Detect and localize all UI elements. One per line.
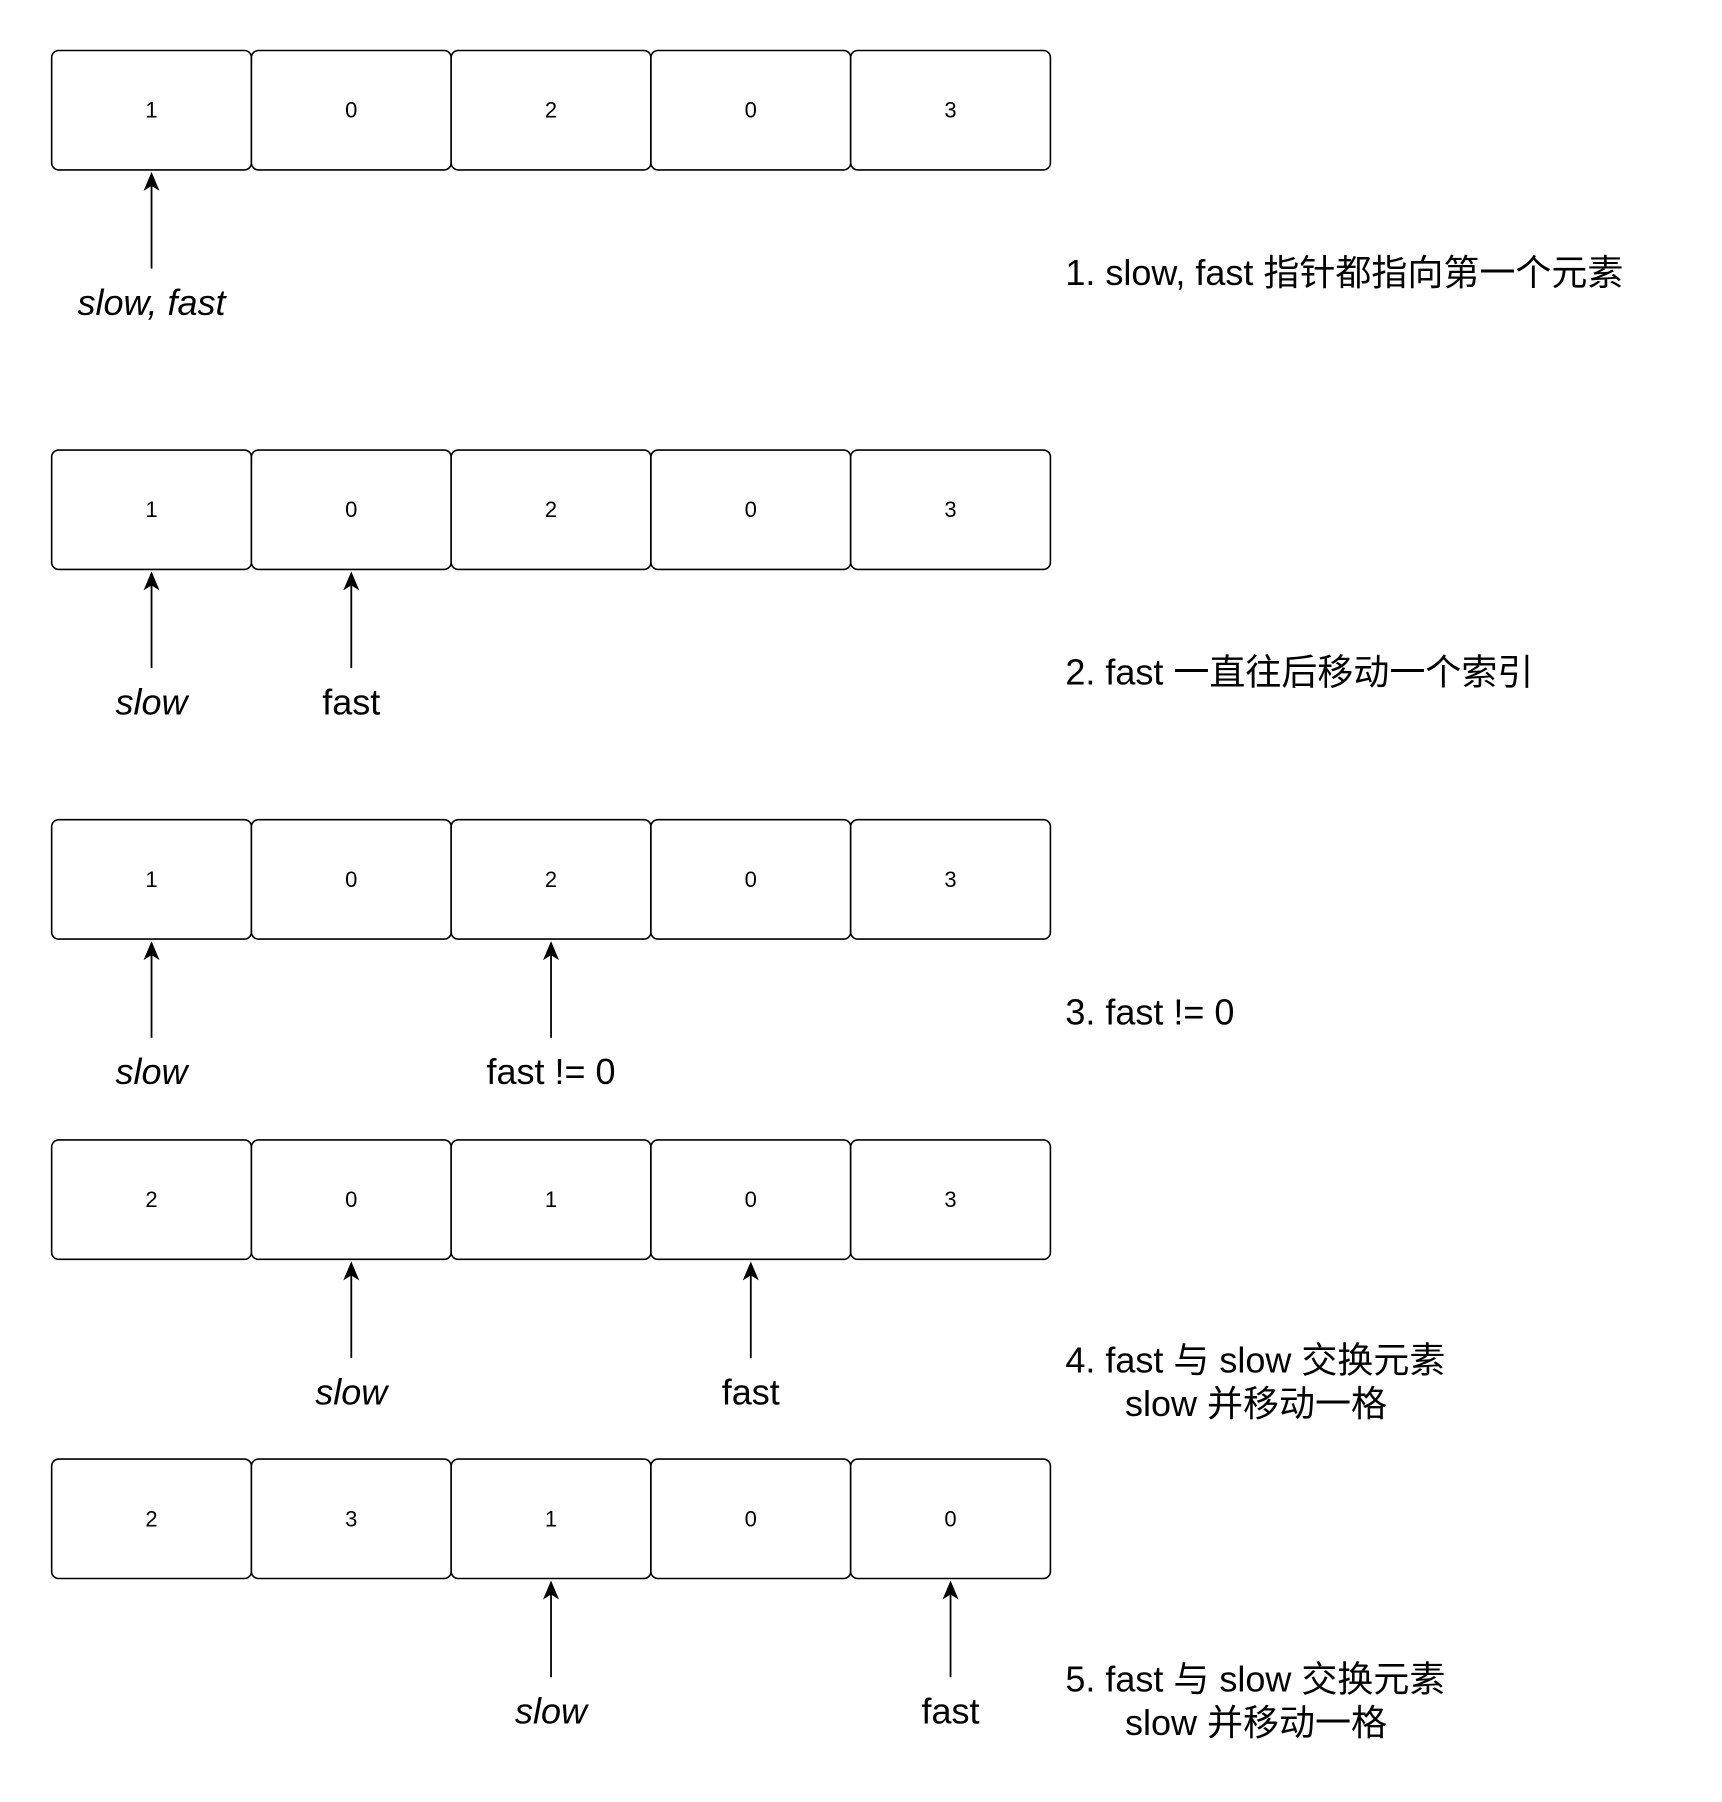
array-cell-value: 2 — [545, 867, 557, 892]
array-cell-value: 0 — [745, 98, 757, 123]
array-cell: 0 — [650, 818, 852, 940]
array-cell: 1 — [50, 818, 253, 940]
array-cell: 0 — [650, 1458, 852, 1580]
pointer-label: slow — [116, 682, 190, 723]
array-cell: 0 — [250, 49, 452, 171]
array-cell: 3 — [849, 818, 1052, 940]
pointer-label: fast — [922, 1691, 980, 1732]
array-cell: 3 — [849, 49, 1052, 171]
array-cell-value: 0 — [745, 1187, 757, 1212]
array-cell: 2 — [50, 1139, 253, 1261]
array-cell-value: 2 — [545, 98, 557, 123]
array-cell-box — [849, 449, 1052, 571]
array-cell: 1 — [450, 1458, 652, 1580]
array-cell: 2 — [450, 818, 652, 940]
pointer-fast: fast — [922, 1580, 980, 1732]
step-1: 1 0 2 0 3 slow, fast 1. slow, fast 指针都指向第一个元素 — [50, 49, 1623, 323]
array-cell-value: 3 — [944, 497, 956, 522]
array-cell-value: 1 — [545, 1506, 557, 1531]
step-caption-line: 3. fast != 0 — [1065, 992, 1234, 1033]
array-cell: 0 — [650, 449, 852, 571]
array-cell: 1 — [450, 1139, 652, 1261]
pointer-label: slow, fast — [78, 282, 228, 323]
array-cell-box — [849, 49, 1052, 171]
step-2: 1 0 2 0 3 slow fast 2. fast 一直往后移动一个索引 — [50, 449, 1533, 723]
array-cell-value: 1 — [145, 98, 157, 123]
array-cell-box — [849, 1458, 1052, 1580]
step-caption-line: 5. fast 与 slow 交换元素 — [1065, 1659, 1445, 1700]
pointer-arrow-head — [343, 571, 360, 591]
pointer-arrow-head — [942, 1580, 959, 1600]
step-caption-line: 2. fast 一直往后移动一个索引 — [1065, 652, 1533, 693]
pointer-label: fast — [322, 682, 380, 723]
pointer-label: fast — [722, 1372, 780, 1413]
array-cell: 1 — [50, 449, 253, 571]
pointer-label: fast != 0 — [487, 1051, 616, 1092]
array-cell: 0 — [250, 449, 452, 571]
step-3: 1 0 2 0 3 slow fast != 0 3. fast != 0 — [50, 818, 1234, 1092]
array-cell: 0 — [650, 1139, 852, 1261]
array-cell-value: 2 — [545, 497, 557, 522]
array-cell-value: 0 — [345, 1187, 357, 1212]
pointer-slow: slow — [515, 1580, 589, 1732]
array-cell-value: 0 — [745, 1506, 757, 1531]
pointer-label: slow — [116, 1051, 190, 1092]
array-cell-value: 0 — [345, 867, 357, 892]
array-cell: 2 — [450, 449, 652, 571]
array-cell-value: 0 — [345, 497, 357, 522]
step-caption-line: 1. slow, fast 指针都指向第一个元素 — [1065, 252, 1623, 293]
array-cell-value: 0 — [944, 1506, 956, 1531]
pointer-label: slow — [515, 1691, 589, 1732]
step-caption-line: slow 并移动一格 — [1125, 1702, 1387, 1743]
array-cell-value: 3 — [944, 98, 956, 123]
array-cell: 0 — [250, 1139, 452, 1261]
pointer-arrow-head — [343, 1261, 360, 1281]
step-caption-line: slow 并移动一格 — [1125, 1383, 1387, 1424]
pointer-arrow-head — [143, 571, 160, 591]
array-cell-box — [849, 818, 1052, 940]
array-cell: 2 — [50, 1458, 253, 1580]
pointer-arrow-head — [543, 941, 560, 961]
pointer-slow: slow, fast — [78, 171, 228, 323]
pointer-fast: fast — [322, 571, 380, 723]
array-cell: 2 — [450, 49, 652, 171]
array-cell-value: 1 — [145, 497, 157, 522]
array-cell-value: 3 — [345, 1506, 357, 1531]
pointer-arrow-head — [543, 1580, 560, 1600]
pointer-arrow-head — [742, 1261, 759, 1281]
array-cell: 3 — [849, 449, 1052, 571]
array-cell: 0 — [250, 818, 452, 940]
array-cell-value: 0 — [345, 98, 357, 123]
array-cell-value: 1 — [545, 1187, 557, 1212]
array-cell: 3 — [849, 1139, 1052, 1261]
array-cell-value: 1 — [145, 867, 157, 892]
pointer-fast: fast — [722, 1261, 780, 1413]
array-cell: 0 — [849, 1458, 1052, 1580]
pointer-slow: slow — [116, 941, 190, 1092]
pointer-arrow-head — [143, 941, 160, 961]
array-cell-value: 2 — [145, 1506, 157, 1531]
array-cell-value: 0 — [745, 867, 757, 892]
array-cell-value: 3 — [944, 867, 956, 892]
array-cell: 3 — [250, 1458, 452, 1580]
array-cell-box — [849, 1139, 1052, 1261]
array-cell-value: 3 — [944, 1187, 956, 1212]
pointer-arrow-head — [143, 171, 160, 191]
pointer-slow: slow — [116, 571, 190, 723]
array-cell-value: 2 — [145, 1187, 157, 1212]
array-cell: 0 — [650, 49, 852, 171]
pointer-fast: fast != 0 — [487, 941, 616, 1092]
step-caption-line: 4. fast 与 slow 交换元素 — [1065, 1339, 1445, 1380]
pointer-label: slow — [315, 1372, 389, 1413]
pointer-slow: slow — [315, 1261, 389, 1413]
array-cell-value: 0 — [745, 497, 757, 522]
array-cell: 1 — [50, 49, 253, 171]
